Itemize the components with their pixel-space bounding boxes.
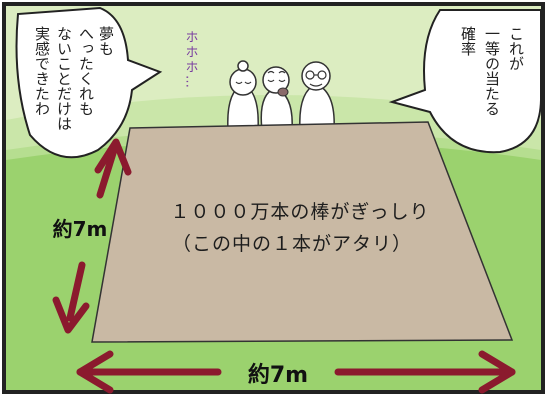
character-right xyxy=(299,61,335,131)
bubble-right-text: これが 一等の当たる 確率 xyxy=(459,26,525,116)
bubble-left-text: 夢も へったくれも ないことだけは 実感できたわ xyxy=(33,26,115,131)
characters xyxy=(227,60,335,131)
sfx-text: ホホホ… xyxy=(183,30,198,90)
bubble-right-line-3: 確率 xyxy=(459,26,477,56)
field-text-line1: １０００万本の棒がぎっしり xyxy=(170,201,429,223)
bubble-right-line-1: これが xyxy=(507,26,525,71)
field-area xyxy=(91,121,514,343)
bubble-left-line-3: ないことだけは xyxy=(55,26,73,131)
bubble-left-line-4: 実感できたわ xyxy=(33,26,51,116)
bubble-right-line-2: 一等の当たる xyxy=(483,26,501,116)
side-measure-label: 約7m xyxy=(53,217,108,241)
speech-bubble-left xyxy=(15,6,163,159)
bottom-measure-arrow xyxy=(76,350,516,394)
field-text-line2: （この中の１本がアタリ） xyxy=(172,233,412,255)
side-measure-arrow xyxy=(52,138,132,334)
speech-bubble-right xyxy=(388,9,542,154)
bottom-measure-label: 約7m xyxy=(248,362,308,388)
character-left xyxy=(227,60,259,131)
bubble-left-line-2: へったくれも xyxy=(77,26,95,116)
character-middle xyxy=(260,66,293,131)
bubble-left-line-1: 夢も xyxy=(97,26,115,56)
